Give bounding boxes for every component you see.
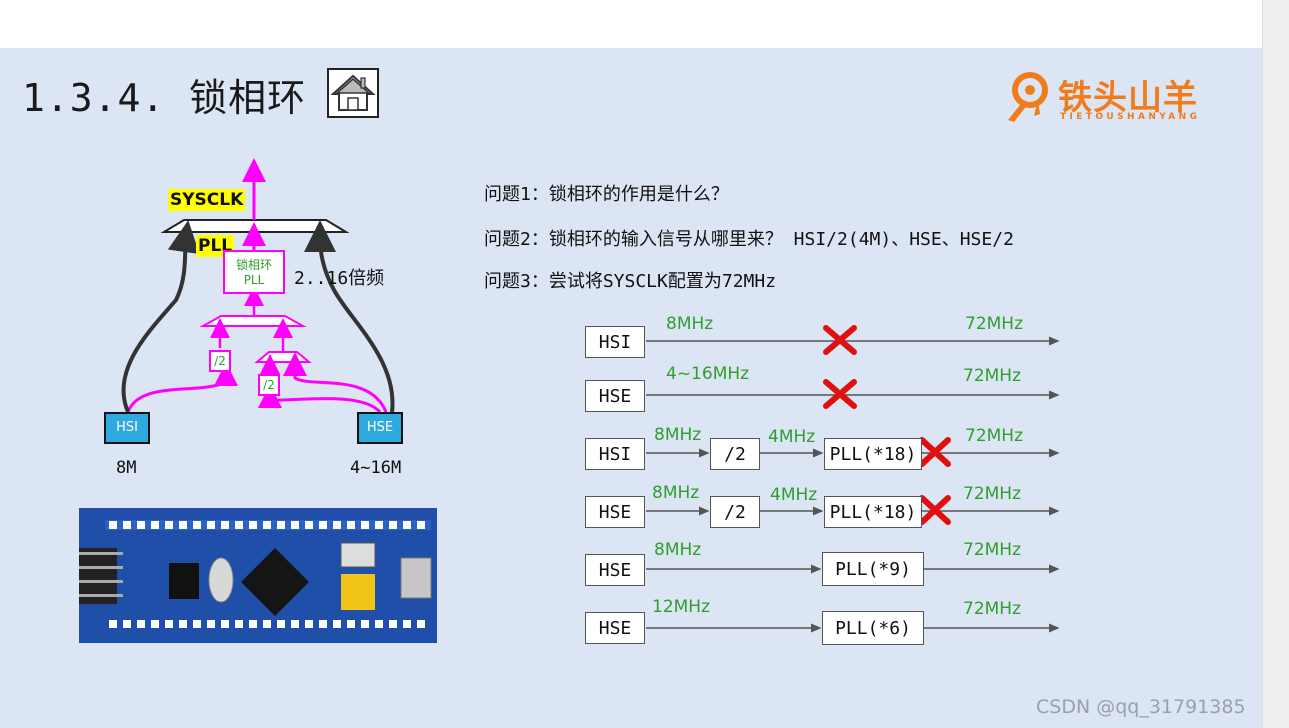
page-title: 1.3.4. 锁相环 [22, 76, 307, 120]
logo-subtext: TIETOUSHANYANG [1060, 112, 1201, 122]
hsi-frequency: 8M [116, 458, 137, 478]
flow-6-out-freq: 72MHz [963, 599, 1022, 619]
question-1: 问题1：锁相环的作用是什么？ [484, 184, 729, 205]
flow-4-div: /2 [710, 496, 760, 528]
flow-1-out-freq: 72MHz [965, 314, 1024, 334]
home-button[interactable] [327, 68, 379, 118]
flow-1-in-freq: 8MHz [666, 314, 714, 334]
flow-3-mid-freq: 4MHz [768, 427, 816, 447]
flow-3-in-freq: 8MHz [654, 425, 702, 445]
flow-6-pll: PLL(*6) [822, 611, 924, 645]
csdn-watermark: CSDN @qq_31791385 [1036, 696, 1246, 718]
home-icon [330, 74, 376, 111]
flow-6-in-freq: 12MHz [652, 597, 711, 617]
flow-4-pll: PLL(*18) [824, 496, 922, 528]
flow-3-div: /2 [710, 438, 760, 470]
hse-div2-block: /2 [258, 374, 280, 396]
flow-5-in-freq: 8MHz [654, 540, 702, 560]
flow-2-out-freq: 72MHz [963, 366, 1022, 386]
vertical-scrollbar[interactable] [1262, 0, 1289, 728]
hse-frequency: 4~16M [350, 458, 402, 478]
pll-block-cn: 锁相环 [235, 258, 272, 272]
stm32-board-image [79, 508, 437, 643]
pll-block: 锁相环 PLL [223, 250, 285, 294]
invalid-cross-icon [919, 495, 951, 525]
question-2: 问题2：锁相环的输入信号从哪里来？ HSI/2(4M)、HSE、HSE/2 [484, 229, 1014, 250]
logo-text: 铁头山羊 [1058, 78, 1198, 118]
flow-3-out-freq: 72MHz [965, 426, 1024, 446]
flow-6-source: HSE [585, 612, 645, 644]
flow-2-source: HSE [585, 380, 645, 412]
flow-4-in-freq: 8MHz [652, 483, 700, 503]
flow-4-mid-freq: 4MHz [770, 485, 818, 505]
hse-block: HSE [357, 412, 403, 444]
flow-5-source: HSE [585, 554, 645, 586]
hsi-block: HSI [104, 412, 150, 444]
invalid-cross-icon [823, 325, 857, 355]
flow-2-in-freq: 4~16MHz [666, 364, 750, 384]
sysclk-label: SYSCLK [168, 189, 246, 211]
goat-logo-icon [1008, 72, 1048, 122]
flow-3-source: HSI [585, 438, 645, 470]
flow-5-pll: PLL(*9) [822, 552, 924, 586]
multiplier-label: 2..16倍频 [294, 268, 385, 289]
flow-5-out-freq: 72MHz [963, 540, 1022, 560]
question-3: 问题3：尝试将SYSCLK配置为72MHz [484, 271, 777, 292]
top-bar [0, 0, 1262, 48]
invalid-cross-icon [919, 437, 951, 467]
pll-block-en: PLL [243, 273, 265, 287]
invalid-cross-icon [823, 379, 857, 409]
brand-logo: 铁头山羊 TIETOUSHANYANG [1004, 70, 1229, 130]
hsi-div2-block: /2 [209, 350, 231, 372]
flow-4-source: HSE [585, 496, 645, 528]
flow-1-source: HSI [585, 326, 645, 358]
flow-4-out-freq: 72MHz [963, 484, 1022, 504]
flow-3-pll: PLL(*18) [824, 438, 922, 470]
